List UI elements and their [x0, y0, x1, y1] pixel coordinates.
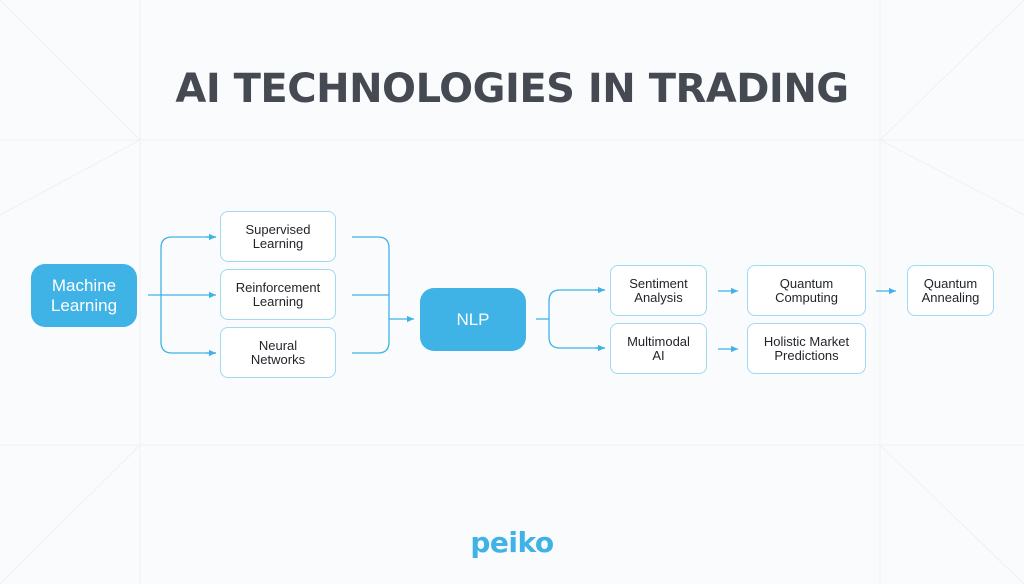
- page-title: AI TECHNOLOGIES IN TRADING: [175, 66, 849, 112]
- node-label: Holistic Market Predictions: [763, 333, 850, 363]
- node-neural-networks: Neural Networks: [220, 327, 336, 378]
- node-sentiment-analysis: Sentiment Analysis: [610, 265, 707, 316]
- node-label: Quantum Annealing: [921, 275, 980, 305]
- node-machine-learning: Machine Learning: [31, 264, 137, 327]
- logo-text: peiko: [470, 526, 554, 559]
- node-quantum-computing: Quantum Computing: [747, 265, 866, 316]
- node-label: Reinforcement Learning: [235, 279, 321, 309]
- node-multimodal-ai: Multimodal AI: [610, 323, 707, 374]
- node-reinforcement-learning: Reinforcement Learning: [220, 269, 336, 320]
- node-label: Supervised Learning: [245, 221, 311, 251]
- node-holistic-market-predictions: Holistic Market Predictions: [747, 323, 866, 374]
- node-nlp: NLP: [420, 288, 526, 351]
- node-label: Sentiment Analysis: [629, 275, 688, 305]
- node-label: Machine Learning: [50, 275, 118, 315]
- brand-logo: peiko: [0, 526, 1024, 559]
- node-label: NLP: [456, 309, 490, 329]
- node-label: Quantum Computing: [775, 275, 838, 305]
- node-label: Multimodal AI: [627, 333, 690, 363]
- node-supervised-learning: Supervised Learning: [220, 211, 336, 262]
- node-quantum-annealing: Quantum Annealing: [907, 265, 994, 316]
- node-label: Neural Networks: [250, 337, 306, 367]
